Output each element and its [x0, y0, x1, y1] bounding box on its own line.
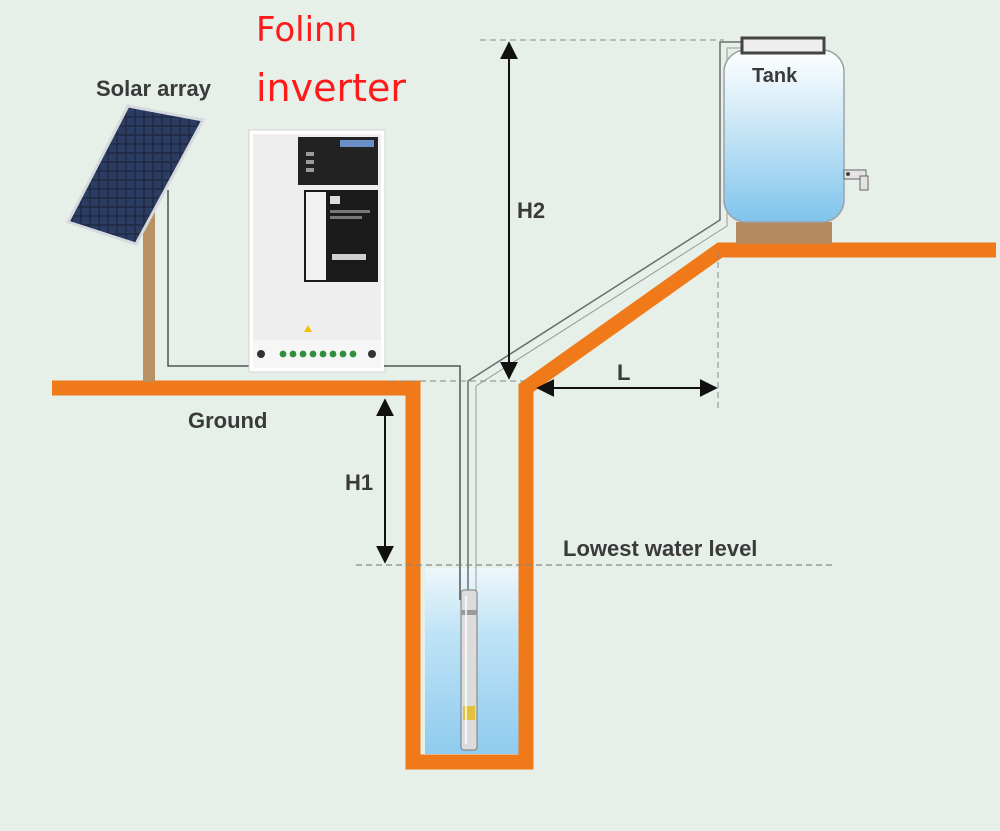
- ground-profile: [52, 242, 996, 770]
- delivery-pipe-outer: [467, 41, 742, 600]
- h1-label: H1: [345, 470, 373, 495]
- pump-cable: [384, 365, 461, 600]
- ground-label: Ground: [188, 408, 267, 433]
- faucet-icon: [843, 169, 869, 191]
- water-tank-icon: [723, 36, 869, 244]
- brand-name: Folinn: [256, 10, 357, 50]
- lowest-water-level-label: Lowest water level: [563, 536, 757, 561]
- tank-label: Tank: [752, 65, 798, 87]
- solar-array-label: Solar array: [96, 76, 212, 101]
- solar-cable: [167, 190, 252, 367]
- submersible-pump-icon: [460, 589, 478, 751]
- h2-label: H2: [517, 198, 545, 223]
- l-label: L: [617, 360, 630, 385]
- brand-product: inverter: [256, 66, 406, 110]
- delivery-pipe-inner: [475, 47, 742, 600]
- solar-panel-icon: [65, 104, 206, 246]
- solar-post: [143, 190, 155, 382]
- inverter-icon: [248, 129, 386, 373]
